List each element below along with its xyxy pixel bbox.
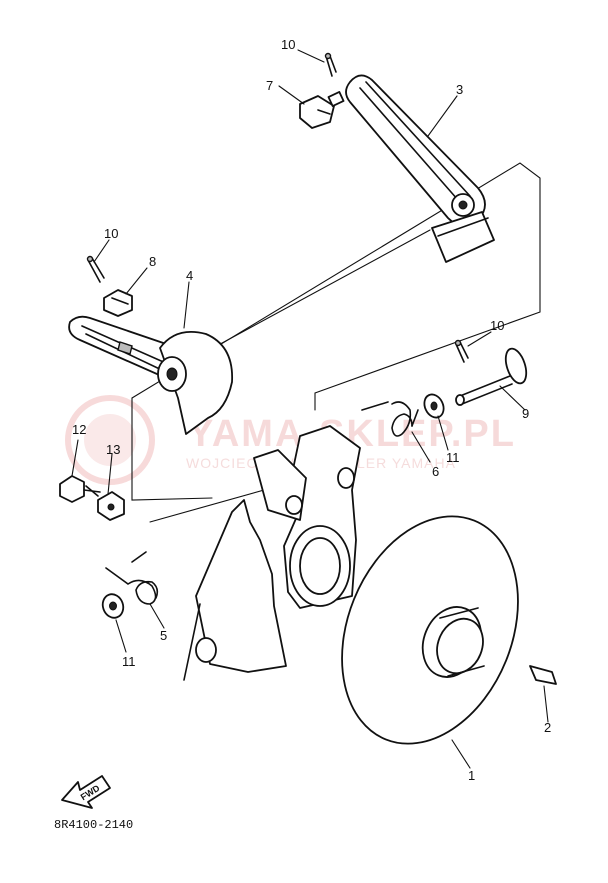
callout-11-right: 11	[446, 450, 460, 465]
side-plate	[183, 499, 287, 681]
sheave-disc	[341, 515, 519, 745]
joint-nut-lower	[103, 289, 133, 317]
lever-arm-upper	[345, 74, 495, 263]
callout-3: 3	[456, 82, 463, 97]
lever-arm-lower	[68, 315, 233, 435]
callout-5: 5	[160, 628, 167, 643]
washer-right	[423, 393, 445, 419]
torsion-spring-right	[361, 401, 419, 437]
mount-bracket	[253, 425, 361, 609]
lock-nut	[97, 491, 125, 521]
cotter-pin-right	[454, 339, 469, 363]
callout-12: 12	[72, 422, 86, 437]
pivot-pin	[455, 347, 528, 406]
callout-8: 8	[149, 254, 156, 269]
watermark-logo	[65, 395, 155, 485]
leader-lines	[71, 49, 549, 769]
callout-10-left: 10	[104, 226, 118, 241]
callout-2: 2	[544, 720, 551, 735]
callout-10-right: 10	[490, 318, 504, 333]
cotter-pin-top	[324, 52, 337, 77]
callout-11-left: 11	[122, 654, 136, 669]
joint-nut-upper	[299, 91, 345, 129]
washer-left	[101, 593, 125, 619]
callout-7: 7	[266, 78, 273, 93]
fwd-arrow: FWD	[61, 775, 111, 809]
callout-1: 1	[468, 768, 475, 783]
catalog-number: 8R4100-2140	[54, 818, 133, 832]
callout-6: 6	[432, 464, 439, 479]
callout-9: 9	[522, 406, 529, 421]
callout-4: 4	[186, 268, 193, 283]
torsion-spring-left	[105, 551, 159, 605]
key	[529, 665, 557, 685]
callout-13: 13	[106, 442, 120, 457]
callout-10-top: 10	[281, 37, 295, 52]
